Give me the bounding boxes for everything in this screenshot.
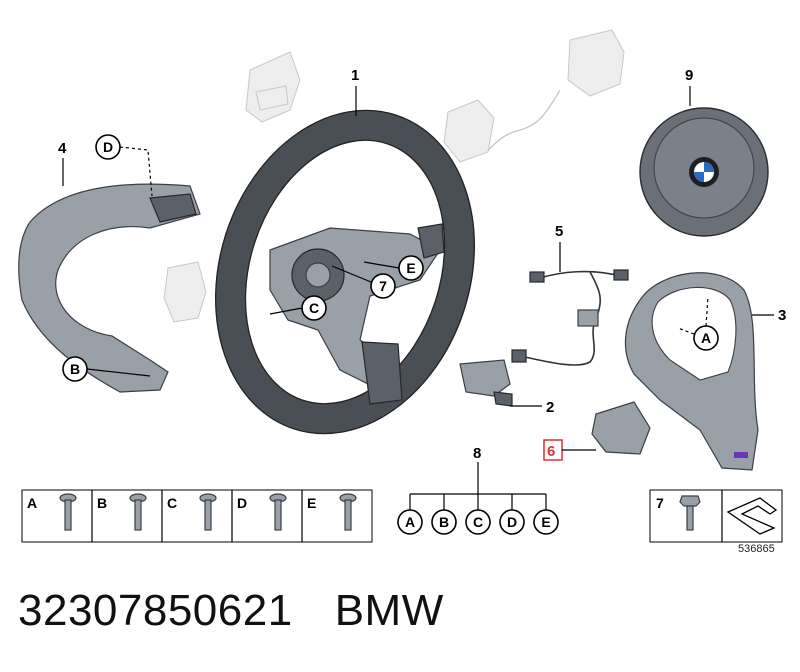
screw-e-cell: E [307, 493, 357, 531]
callout-1: 1 [351, 67, 359, 84]
svg-text:E: E [307, 495, 316, 511]
svg-text:D: D [237, 495, 247, 511]
letter-e-marker: E [363, 255, 424, 281]
group-8-bracket: A B C D E [397, 493, 559, 535]
brand-name: BMW [334, 586, 444, 635]
svg-text:D: D [507, 514, 517, 530]
part-caption: 32307850621 BMW [18, 586, 444, 636]
svg-text:A: A [701, 330, 711, 346]
wiring-harness-part-5 [511, 269, 629, 366]
svg-text:7: 7 [656, 495, 664, 511]
callout-7-marker: 7 [331, 265, 396, 299]
screw-icon [339, 493, 357, 531]
callout-8: 8 [473, 445, 481, 462]
bmw-logo-icon [689, 157, 719, 187]
letter-c-marker: C [269, 295, 327, 321]
svg-text:B: B [97, 495, 107, 511]
part-number: 32307850621 [18, 586, 293, 635]
drawing-number: 536865 [738, 543, 775, 555]
svg-text:C: C [309, 300, 319, 316]
svg-text:E: E [406, 260, 415, 276]
switch-part-2 [459, 359, 513, 407]
svg-text:C: C [473, 514, 483, 530]
screw-icon [129, 493, 147, 531]
screw-icon [199, 493, 217, 531]
svg-text:B: B [439, 514, 449, 530]
svg-text:7: 7 [379, 278, 387, 294]
screw-c-cell: C [167, 493, 217, 531]
callout-2: 2 [546, 399, 554, 416]
callout-3: 3 [778, 307, 786, 324]
ghost-paddle-left [245, 51, 301, 123]
bolt-icon [679, 495, 701, 531]
callout-9: 9 [685, 67, 693, 84]
steering-wheel-part-1 [214, 109, 476, 435]
wrench-shape-icon [726, 497, 778, 535]
svg-text:C: C [167, 495, 177, 511]
svg-text:E: E [541, 514, 550, 530]
screw-b-cell: B [97, 493, 147, 531]
callout-4: 4 [58, 140, 67, 157]
screw-icon [269, 493, 287, 531]
ghost-paddle-right [163, 261, 207, 323]
screw-legend-table: A B C D [21, 489, 373, 543]
letter-b-marker: B [62, 356, 151, 382]
screw-icon [59, 493, 77, 531]
cover-part-6 [591, 401, 651, 455]
screw-d-cell: D [237, 493, 287, 531]
svg-text:A: A [27, 495, 37, 511]
letter-a-marker: A [677, 295, 719, 351]
svg-text:D: D [103, 139, 113, 155]
callout-5: 5 [555, 223, 563, 240]
screw-a-cell: A [27, 493, 77, 531]
letter-d-marker: D [95, 134, 153, 197]
airbag-part-9 [639, 107, 769, 237]
ghost-cable [487, 89, 561, 151]
callout-6: 6 [547, 443, 555, 460]
svg-text:A: A [405, 514, 415, 530]
legend-7-table: 7 [649, 489, 783, 543]
svg-text:B: B [70, 361, 80, 377]
ghost-button-module [443, 29, 625, 163]
